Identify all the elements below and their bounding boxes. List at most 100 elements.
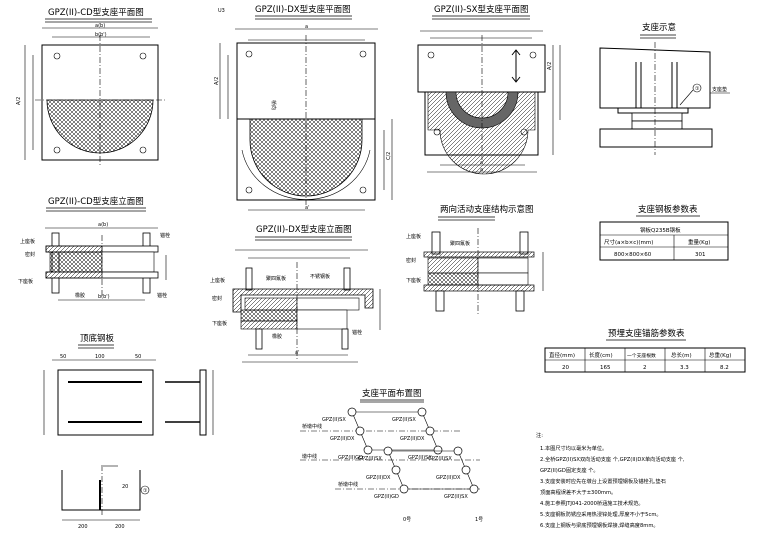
bearing-marker bbox=[433, 445, 443, 455]
label-bottom-plate-dx: 下座板 bbox=[212, 320, 227, 327]
bearing-label: GPZ(II)SX bbox=[358, 456, 382, 462]
label-steel: 不锈钢板 bbox=[310, 273, 330, 280]
struct-title: 两向活动支座结构示意图 bbox=[440, 204, 534, 215]
anchor-detail-view: ① 20 200 200 bbox=[61, 465, 150, 530]
bearing-label: GPZ(II)SX bbox=[408, 455, 432, 461]
note-item: 5.支座钢板防锈应采用热浸锌处理,厚度不小于5cm。 bbox=[540, 510, 662, 518]
dim-200-left: 200 bbox=[78, 524, 88, 530]
axis-label: 0号 bbox=[403, 517, 411, 523]
note-item: 3.支座安装时应先在墩台上设置预埋钢板及锚栓孔,垫石 bbox=[540, 477, 666, 485]
dim-b0: b(b') bbox=[95, 32, 107, 38]
bearing-label: GPZ(II)GD bbox=[374, 494, 399, 500]
bearing-layout-plan: 支座平面布置图 GPZ(II)SXGPZ(II)DXGPZ(II)GDGPZ(I… bbox=[300, 388, 483, 523]
dim-20: 20 bbox=[122, 484, 128, 490]
label-top-plate-dx: 上座板 bbox=[210, 277, 225, 284]
label-rubber-dx: 橡胶 bbox=[272, 333, 282, 340]
bearing-marker bbox=[383, 446, 393, 456]
note-item: 6.支座上钢板与梁底预埋钢板焊接,焊缝高度8mm。 bbox=[540, 521, 659, 529]
dim-a0: a(b) bbox=[95, 23, 105, 29]
bearing-marker bbox=[355, 426, 365, 436]
bearing-label: GPZ(II)DX bbox=[366, 475, 391, 481]
bearing-marker bbox=[425, 426, 435, 436]
pier-label: 桥墩中线 bbox=[338, 481, 358, 488]
plan-dx-view: U3 GPZ(II)-DX型支座平面图 a 桥向 A/2 C/2 a' bbox=[214, 4, 393, 211]
bearing-marker bbox=[391, 465, 401, 475]
top-bottom-plate-view: 顶底钢板 50 100 50 bbox=[43, 333, 214, 436]
bearing-label: GPZ(II)GD bbox=[338, 455, 363, 461]
dim-b0-elev: b(b') bbox=[98, 294, 110, 300]
anchor-cell-length: 165 bbox=[600, 365, 611, 371]
bearing-marker bbox=[461, 465, 471, 475]
bearing-schematic: 支座示意 ① 支座垫 bbox=[599, 22, 730, 155]
dim-a1-sx: a' bbox=[480, 160, 484, 166]
anchor-parameter-table: 预埋支座锚筋参数表 直径(mm) 长度(cm) 一个支座根数 总长(m) 总重(… bbox=[544, 328, 746, 373]
dim-u3: U3 bbox=[218, 8, 225, 14]
movement-arrow-icon bbox=[511, 49, 521, 83]
elevation-dx-view: GPZ(II)-DX型支座立面图 a' 上座板 密封 下座板 聚四氟板 不锈钢板… bbox=[210, 224, 381, 363]
schematic-title: 支座示意 bbox=[642, 22, 676, 33]
bearing-label: GPZ(II)DX bbox=[436, 475, 461, 481]
anchor-cell-total-weight: 8.2 bbox=[720, 365, 729, 371]
anchor-col-length: 长度(cm) bbox=[589, 351, 613, 359]
dim-a2-dx: A/2 bbox=[214, 77, 220, 85]
plate-cell-size: 800×800×60 bbox=[614, 252, 652, 258]
note-item: GPZ(II)GD固定支座 个。 bbox=[540, 466, 599, 474]
plate-col-size: 尺寸(a×b×c)(mm) bbox=[604, 238, 653, 246]
anchor-col-count: 一个支座根数 bbox=[627, 352, 656, 359]
plan-dx-title: GPZ(II)-DX型支座平面图 bbox=[255, 4, 351, 15]
dim-a1-dx: a' bbox=[305, 205, 309, 211]
dim-200-right: 200 bbox=[115, 524, 125, 530]
bearing-marker bbox=[417, 407, 427, 417]
pier-label: 桥墩中线 bbox=[302, 423, 322, 430]
dim-c2-dx: C/2 bbox=[386, 152, 392, 160]
two-way-structure-view: 两向活动支座结构示意图 上座板 密封 下座板 聚四氟板 bbox=[406, 204, 544, 315]
label-anchor-bottom: 锚栓 bbox=[157, 292, 167, 299]
plan-cd-title: GPZ(II)-CD型支座平面图 bbox=[48, 7, 144, 18]
plate-cell-weight: 301 bbox=[695, 252, 706, 258]
label-anchor-dx: 锚栓 bbox=[352, 329, 362, 336]
notes-heading: 注: bbox=[536, 431, 543, 439]
note-item: 1.本图尺寸均以毫米为单位。 bbox=[540, 444, 607, 452]
bearing-marker bbox=[453, 446, 463, 456]
dim-100: 100 bbox=[95, 354, 105, 360]
bearing-marker bbox=[399, 484, 409, 494]
anchor-cell-diameter: 20 bbox=[562, 365, 569, 371]
anchor-cell-count: 2 bbox=[643, 365, 647, 371]
label-bottom-plate: 下座板 bbox=[18, 278, 33, 285]
bearing-marker bbox=[363, 445, 373, 455]
bearing-marker bbox=[469, 484, 479, 494]
label-seal-dx: 密封 bbox=[212, 295, 222, 302]
note-item: 4.施工参照JTJ041-2000桥涵施工技术规范。 bbox=[540, 499, 644, 507]
dim-a-dx: a bbox=[305, 24, 308, 30]
label-ptfe-2w: 聚四氟板 bbox=[450, 240, 470, 247]
axis-label: 1号 bbox=[475, 517, 483, 523]
label-seal: 密封 bbox=[25, 251, 35, 258]
label-seal-2w: 密封 bbox=[406, 257, 416, 264]
dim-a2-sx: A/2 bbox=[547, 62, 553, 70]
anchor-cell-total-length: 3.3 bbox=[680, 365, 689, 371]
anchor-col-diameter: 直径(mm) bbox=[549, 351, 575, 359]
label-top-plate: 上座板 bbox=[20, 238, 35, 245]
label-ptfe: 聚四氟板 bbox=[266, 275, 286, 282]
plan-sx-title: GPZ(II)-SX型支座平面图 bbox=[434, 4, 528, 15]
anchor-col-total-weight: 总重(Kg) bbox=[709, 351, 731, 359]
dim-50-right: 50 bbox=[135, 354, 141, 360]
bearing-marker bbox=[347, 407, 357, 417]
bearing-label: GPZ(II)SX bbox=[428, 456, 452, 462]
anchor-col-total-length: 总长(m) bbox=[671, 351, 692, 359]
plate-table-header: 钢板Q235B钢板 bbox=[640, 226, 681, 234]
layout-title: 支座平面布置图 bbox=[362, 388, 422, 399]
label-pad: 支座垫 bbox=[712, 86, 727, 93]
label-anchor-top: 锚栓 bbox=[160, 232, 170, 239]
seal-ring bbox=[445, 91, 519, 129]
anchor-table-title: 预埋支座锚筋参数表 bbox=[608, 328, 685, 339]
note-item: 顶面高程误差不大于±300mm。 bbox=[540, 488, 616, 496]
plate-table-title: 支座钢板参数表 bbox=[638, 204, 698, 215]
label-top-plate-2w: 上座板 bbox=[406, 233, 421, 240]
plan-cd-view: GPZ(II)-CD型支座平面图 a(b) b(b') A/2 bbox=[16, 7, 165, 165]
note-item: 2.全桥GPZ(II)SX双向活动支座 个,GPZ(II)DX单向活动支座 个, bbox=[540, 455, 685, 463]
plate-parameter-table: 支座钢板参数表 钢板Q235B钢板 尺寸(a×b×c)(mm) 重量(Kg) 8… bbox=[599, 204, 729, 261]
elev-dx-title: GPZ(II)-DX型支座立面图 bbox=[256, 224, 352, 235]
dim-a-sx: a bbox=[480, 167, 483, 173]
label-bottom-plate-2w: 下座板 bbox=[406, 277, 421, 284]
